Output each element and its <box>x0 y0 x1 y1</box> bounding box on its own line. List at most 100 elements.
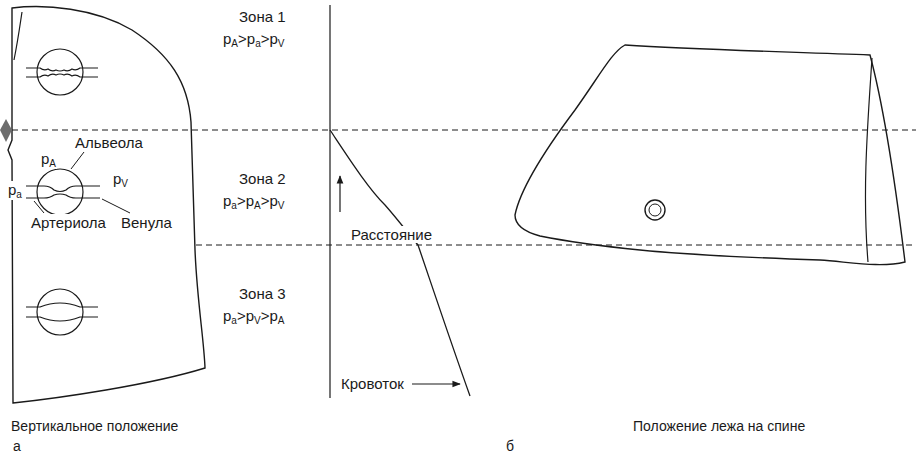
text-char <box>103 418 107 434</box>
text-char: я <box>399 226 407 243</box>
text-char: л <box>89 214 98 231</box>
text-char: н <box>155 418 163 434</box>
text-char: p <box>269 30 277 47</box>
text-char: е <box>171 418 179 434</box>
axis-label: Расстояние <box>350 226 433 243</box>
text-char: а <box>56 418 64 434</box>
subscript-char: A <box>49 158 56 169</box>
text-char: ь <box>72 418 79 434</box>
text-char: Р <box>351 226 361 243</box>
text-char: 2 <box>277 170 285 187</box>
subscript-char: a <box>231 200 237 211</box>
text-char: р <box>41 214 49 231</box>
text-char: о <box>130 418 138 434</box>
text-char <box>763 418 767 434</box>
lung-outline-supine <box>515 45 905 265</box>
part-name: Венула <box>120 214 173 231</box>
text-char: о <box>358 375 366 392</box>
text-char: В <box>11 418 20 434</box>
text-char <box>707 418 711 434</box>
subscript-char: V <box>121 178 128 189</box>
text-char: p <box>8 181 16 198</box>
text-char: е <box>20 418 28 434</box>
text-char: н <box>684 418 692 434</box>
text-char: в <box>102 134 110 151</box>
subscript-char: a <box>16 189 22 200</box>
text-char: > <box>261 30 270 47</box>
text-char: е <box>699 418 707 434</box>
text-char: а <box>135 134 143 151</box>
text-char: А <box>75 134 85 151</box>
text-char: л <box>155 214 164 231</box>
text-char: П <box>633 418 643 434</box>
text-char: З <box>239 170 248 187</box>
text-char: п <box>107 418 115 434</box>
part-name: Артериола <box>30 214 107 231</box>
text-char: б <box>506 438 514 454</box>
text-char: p <box>246 192 254 209</box>
text-char: В <box>121 214 131 231</box>
text-char: т <box>382 375 389 392</box>
text-char: л <box>85 134 94 151</box>
text-char: З <box>239 285 248 302</box>
text-char: p <box>247 30 255 47</box>
text-char: а <box>164 214 172 231</box>
text-char: т <box>49 214 56 231</box>
text-char <box>273 285 277 302</box>
text-char: с <box>376 226 384 243</box>
subscript-char: V <box>278 38 285 49</box>
text-char: З <box>239 8 248 25</box>
text-char: а <box>13 438 21 454</box>
pressure-label: pa <box>7 181 23 200</box>
text-char: л <box>651 418 659 434</box>
text-char: л <box>122 418 130 434</box>
pressure-relation: pa>pV>pA <box>222 307 285 326</box>
text-char: p <box>223 307 231 324</box>
text-char: к <box>50 418 56 434</box>
text-char: л <box>126 134 135 151</box>
text-char: и <box>691 418 699 434</box>
text-char: 1 <box>277 8 285 25</box>
zone-border <box>12 130 916 131</box>
text-char: о <box>248 170 256 187</box>
subscript-char: A <box>278 315 285 326</box>
hilum-symbol <box>645 200 665 220</box>
pressure-label: pA <box>40 150 57 169</box>
alveolus-zone3 <box>26 289 98 335</box>
text-char: о <box>643 418 650 434</box>
text-char: о <box>114 418 121 434</box>
text-char: н <box>80 418 88 434</box>
text-char: с <box>369 226 377 243</box>
text-char: а <box>265 285 273 302</box>
text-char: у <box>148 214 155 231</box>
subscript-char: V <box>254 315 261 326</box>
text-char: а <box>265 8 273 25</box>
subscript-char: a <box>231 315 237 326</box>
text-char: ж <box>138 418 147 434</box>
axis-label: Кровоток <box>340 375 405 392</box>
text-char: н <box>139 214 147 231</box>
text-char: с <box>767 418 774 434</box>
part-name: Альвеола <box>74 134 144 151</box>
text-char: и <box>72 214 80 231</box>
text-char: ж <box>667 418 676 434</box>
text-char: р <box>64 214 72 231</box>
text-char: и <box>415 226 423 243</box>
zone-name: Зона 3 <box>238 285 287 302</box>
subscript-char: a <box>255 38 261 49</box>
text-char: о <box>389 375 397 392</box>
text-char: о <box>81 214 89 231</box>
graph-axis <box>329 5 330 398</box>
text-char: > <box>261 192 270 209</box>
pressure-relation: pa>pA>pV <box>222 192 285 211</box>
text-char: К <box>341 375 350 392</box>
text-char: н <box>256 8 264 25</box>
text-char: е <box>424 226 432 243</box>
text-char: е <box>95 418 103 434</box>
text-char: p <box>223 192 231 209</box>
text-char: p <box>269 192 277 209</box>
text-char: е <box>109 134 117 151</box>
text-char: > <box>261 307 270 324</box>
level-marker <box>0 119 12 142</box>
